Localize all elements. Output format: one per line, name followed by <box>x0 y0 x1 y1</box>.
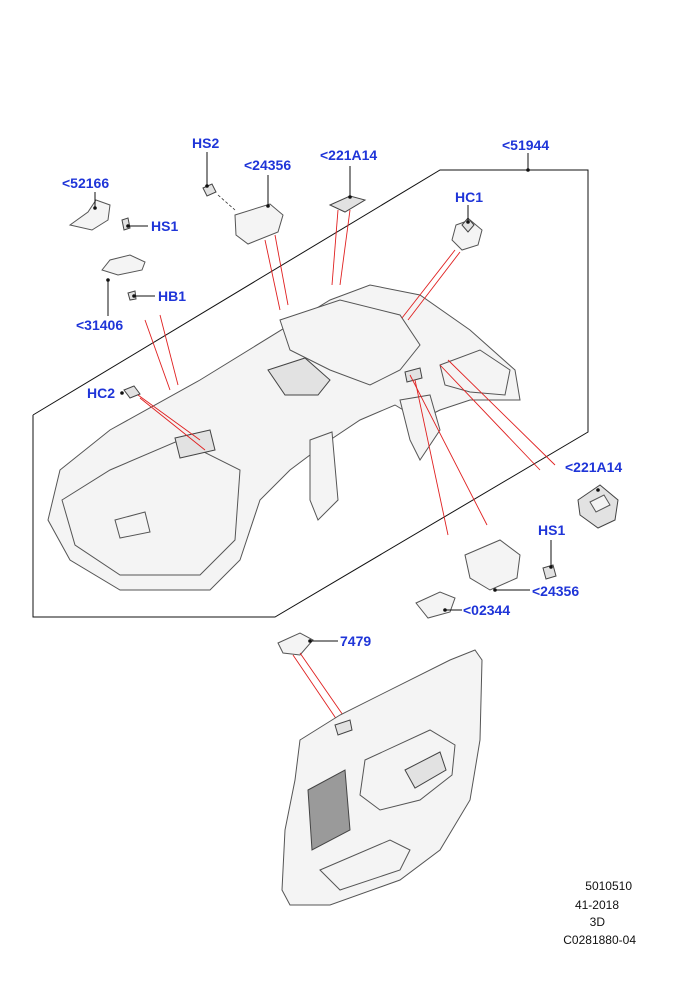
screw-hs2 <box>202 152 236 211</box>
ref-date: 41-2018 <box>575 898 619 912</box>
lamp-02344 <box>415 591 462 619</box>
callout-hc2: HC2 <box>87 385 115 401</box>
pad-24356-right <box>409 374 530 592</box>
callout-221a14-top: <221A14 <box>320 147 377 163</box>
door-trim-panel <box>281 649 483 906</box>
bolt-hb1 <box>127 290 155 301</box>
bracket-52166 <box>68 192 111 231</box>
screw-hs1-top <box>121 217 148 231</box>
callout-hb1: HB1 <box>158 288 186 304</box>
ref-number: 5010510 <box>585 879 632 893</box>
callout-52166: <52166 <box>62 175 109 191</box>
callout-02344: <02344 <box>463 602 510 618</box>
pad-24356-top <box>234 175 289 311</box>
screw-hs1-right <box>542 540 557 580</box>
callout-7479: 7479 <box>340 633 371 649</box>
callout-221a14-right: <221A14 <box>565 459 622 475</box>
callout-hs2: HS2 <box>192 135 219 151</box>
callout-hc1: HC1 <box>455 189 483 205</box>
grab-handle-31406 <box>101 254 179 391</box>
callout-24356-right: <24356 <box>532 583 579 599</box>
headliner-panel <box>47 284 521 591</box>
cover-221a14-top <box>328 166 367 286</box>
cover-221a14-right <box>439 359 619 529</box>
callout-hs1-top: HS1 <box>151 218 178 234</box>
callout-31406: <31406 <box>76 317 123 333</box>
clip-hc2 <box>120 385 206 451</box>
ref-view: 3D <box>590 915 606 929</box>
callout-hs1-right: HS1 <box>538 522 565 538</box>
callout-24356-top: <24356 <box>244 157 291 173</box>
ref-code: C0281880-04 <box>563 933 636 947</box>
headliner-group-frame <box>32 153 589 618</box>
callout-51944: <51944 <box>502 137 549 153</box>
clip-hc1 <box>401 205 483 321</box>
pad-7479 <box>277 632 346 721</box>
